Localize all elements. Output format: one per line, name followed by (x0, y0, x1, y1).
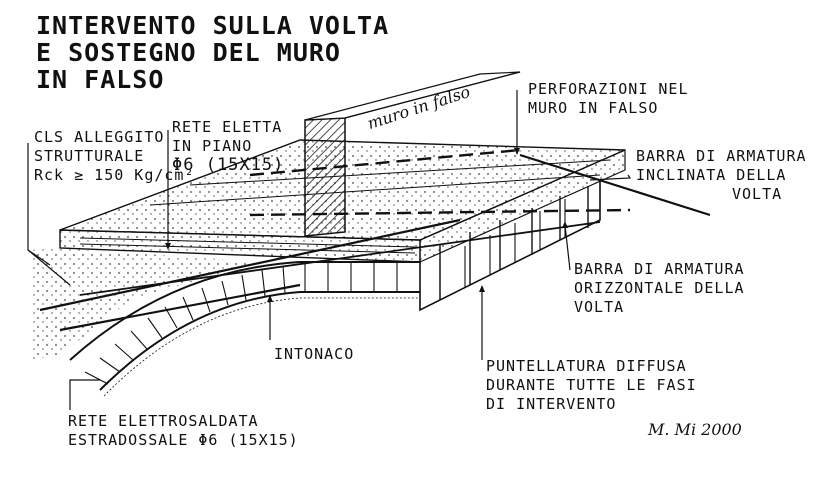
label-perforazioni-line-2: MURO IN FALSO (528, 99, 659, 117)
diagram-title: INTERVENTO SULLA VOLTA E SOSTEGNO DEL MU… (36, 12, 389, 93)
label-barra-orizzontale-line-2: ORIZZONTALE DELLA (574, 279, 745, 297)
mesh-lines (79, 159, 611, 254)
label-puntellatura: PUNTELLATURA DIFFUSA DURANTE TUTTE LE FA… (486, 357, 697, 414)
label-barra-orizzontale-line-3: VOLTA (574, 298, 625, 316)
title-line-1: INTERVENTO SULLA VOLTA (36, 11, 390, 40)
concrete-slab-side (419, 149, 626, 263)
vault-extrados (69, 261, 420, 361)
label-cls-line-2: STRUTTURALE (34, 147, 145, 165)
label-rete-estradossale-line-2: ESTRADOSSALE Φ6 (15x15) (68, 431, 299, 449)
label-rete-estradossale: RETE ELETTROSALDATA ESTRADOSSALE Φ6 (15x… (68, 412, 299, 450)
label-perforazioni-line-1: PERFORAZIONI NEL (528, 80, 689, 98)
intonaco-line (103, 297, 420, 397)
vault-front-edge (419, 180, 601, 312)
vault-bricks (84, 199, 566, 385)
label-cls: CLS ALLEGGITO STRUTTURALE Rck ≥ 150 Kg/c… (34, 128, 195, 185)
signature: M. Mi 2000 (648, 420, 742, 439)
label-barra-inclinata-line-1: BARRA DI ARMATURA (636, 147, 807, 165)
arrowheads (165, 148, 568, 302)
label-rete-piano: RETE ELETTA IN PIANO Φ6 (15x15) (172, 118, 284, 175)
label-barra-inclinata-line-3: VOLTA (732, 185, 783, 203)
leader-lines (27, 90, 632, 410)
label-puntellatura-line-3: DI INTERVENTO (486, 395, 617, 413)
label-rete-piano-line-2: IN PIANO (172, 137, 253, 155)
label-intonaco: INTONACO (274, 345, 355, 363)
label-barra-inclinata-line-2: INCLINATA DELLA (636, 166, 787, 184)
horizontal-bar (79, 221, 601, 296)
label-cls-line-3: Rck ≥ 150 Kg/cm² (34, 166, 195, 184)
label-rete-piano-line-1: RETE ELETTA (172, 118, 283, 136)
perforations (249, 148, 631, 217)
inclined-bars (39, 153, 711, 332)
title-line-3: IN FALSO (36, 65, 165, 94)
vault-intrados (99, 291, 420, 391)
label-rete-piano-line-3: Φ6 (15x15) (172, 155, 285, 175)
shoring-props (439, 186, 589, 300)
label-barra-orizzontale-line-1: BARRA DI ARMATURA (574, 260, 745, 278)
title-line-2: E SOSTEGNO DEL MURO (36, 38, 341, 67)
false-wall (304, 117, 346, 237)
label-barra-orizzontale: BARRA DI ARMATURA ORIZZONTALE DELLA VOLT… (574, 260, 745, 317)
label-puntellatura-line-1: PUNTELLATURA DIFFUSA (486, 357, 687, 375)
label-barra-inclinata: BARRA DI ARMATURA INCLINATA DELLA VOLTA (636, 147, 807, 204)
label-perforazioni: PERFORAZIONI NEL MURO IN FALSO (528, 80, 689, 118)
label-rete-estradossale-line-1: RETE ELETTROSALDATA (68, 412, 259, 430)
label-cls-line-1: CLS ALLEGGITO (34, 128, 165, 146)
label-puntellatura-line-2: DURANTE TUTTE LE FASI (486, 376, 697, 394)
